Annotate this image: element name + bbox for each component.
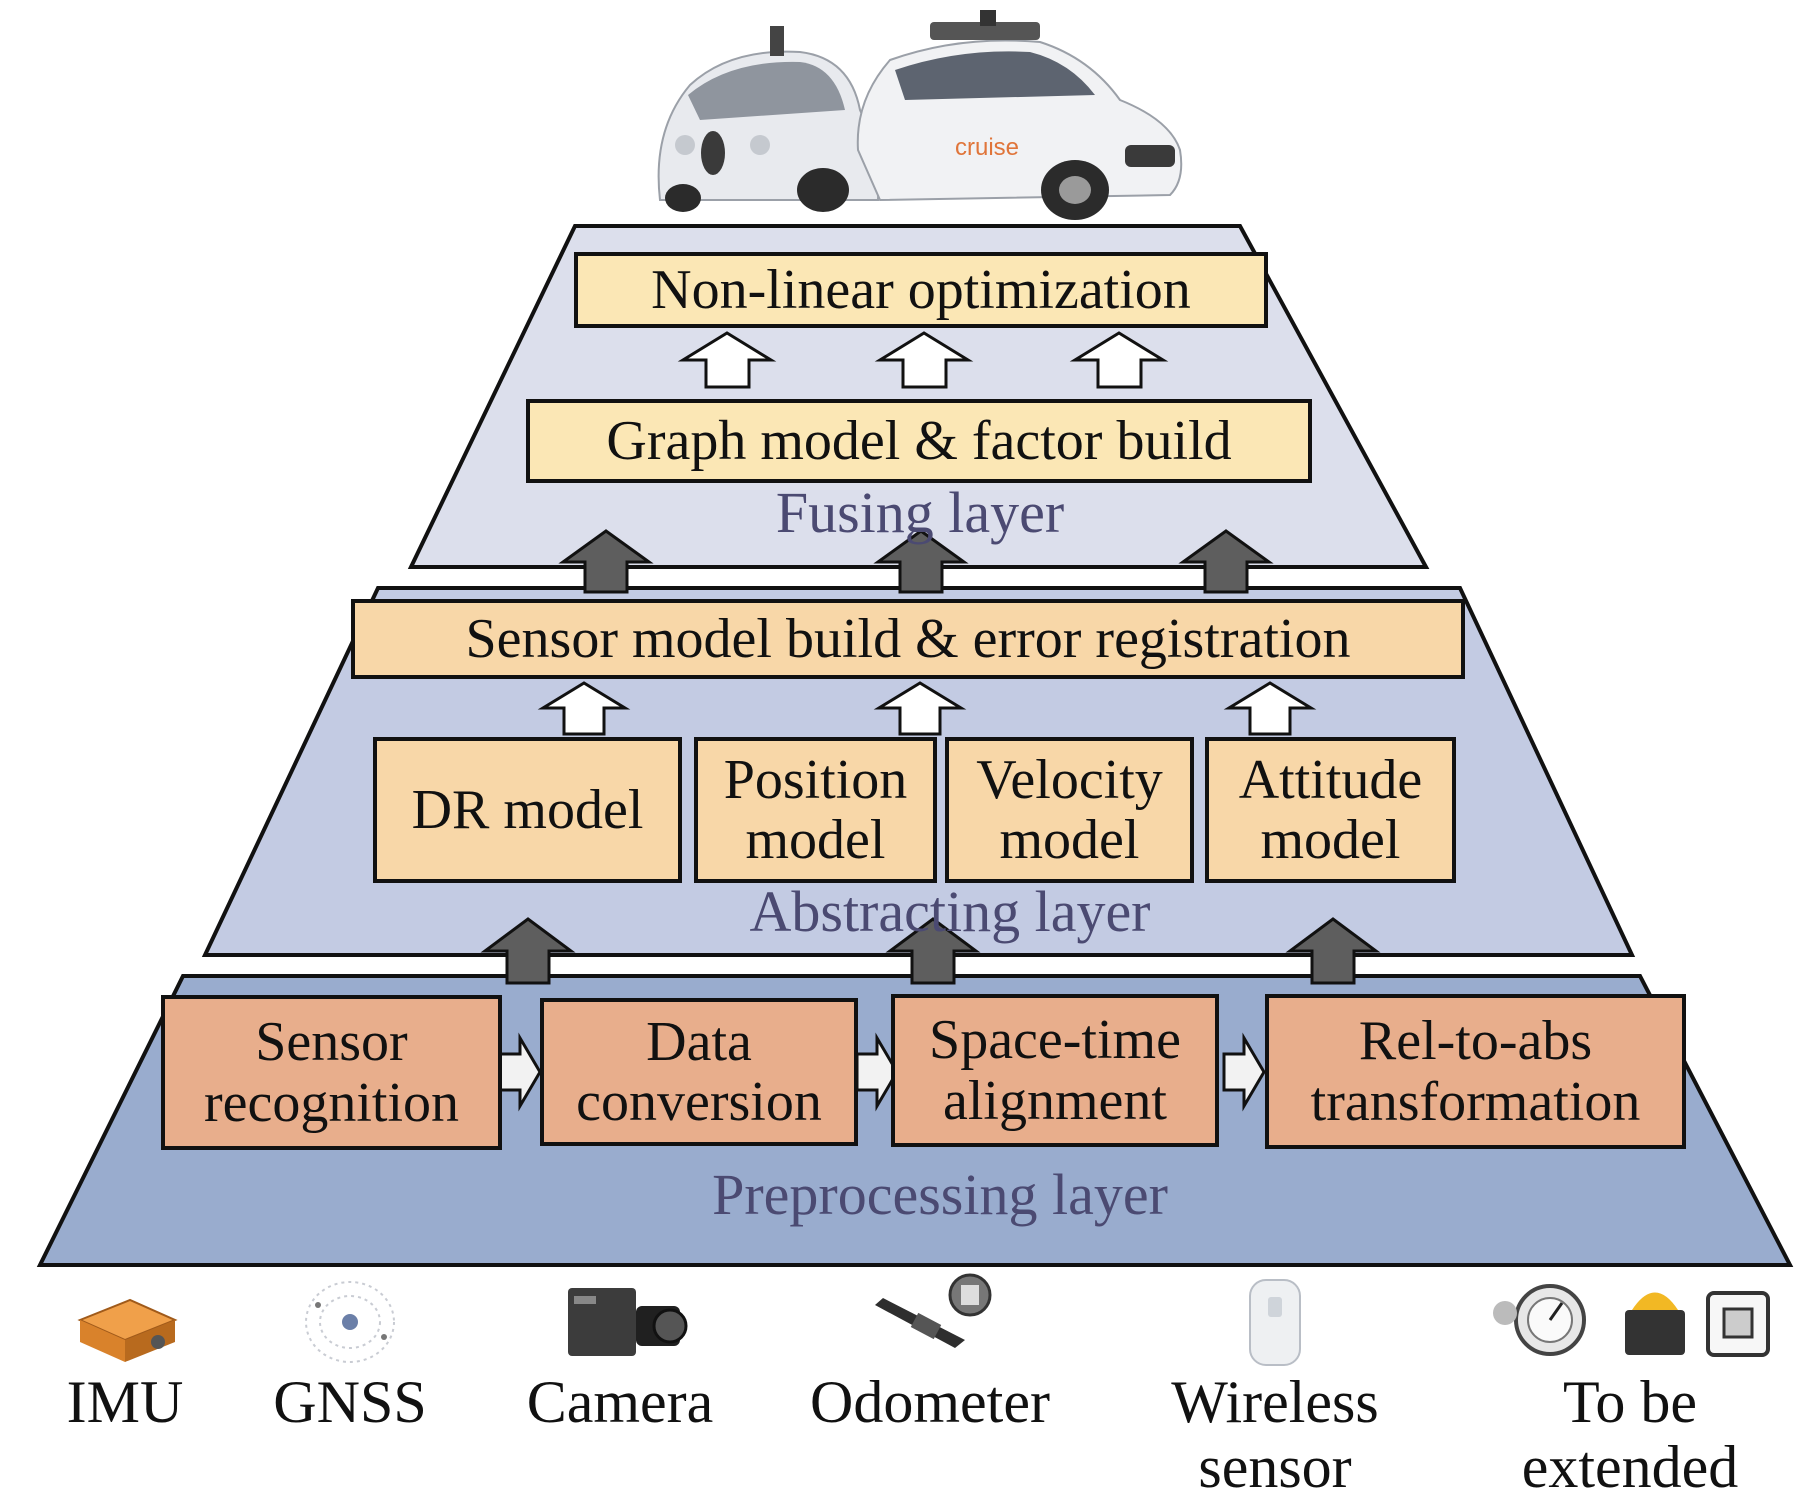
white-up-arrow	[537, 681, 631, 736]
sensor-gnss: GNSS	[260, 1275, 440, 1435]
velocity-model-box: Velocity model	[945, 737, 1194, 883]
space-time-alignment-box: Space-time alignment	[891, 994, 1219, 1147]
odometer-icon	[875, 1273, 992, 1348]
white-up-arrow	[677, 331, 777, 389]
gray-up-arrow	[1285, 917, 1381, 985]
dr-model-box: DR model	[373, 737, 682, 883]
cruise-autonomous-car: cruise	[856, 10, 1183, 220]
fusing-white-arrows	[677, 331, 1169, 389]
sensor-label-gnss: GNSS	[273, 1369, 427, 1435]
position-model-box: Position model	[694, 737, 937, 883]
gray-up-arrow	[1178, 529, 1274, 594]
imu-icon	[77, 1298, 178, 1362]
gnss-icon	[305, 1281, 395, 1363]
sensor-label-camera: Camera	[526, 1369, 714, 1435]
gray-up-arrow	[873, 529, 969, 594]
svg-text:cruise: cruise	[955, 134, 1019, 161]
preprocessing-right-arrows	[498, 1032, 1266, 1112]
gray-up-arrow	[480, 917, 576, 985]
gray-up-arrow	[885, 917, 981, 985]
preprocessing-layer-label: Preprocessing layer	[712, 1162, 1168, 1227]
sensor-label-wireless: Wireless sensor	[1171, 1369, 1379, 1500]
sensor-label-imu: IMU	[66, 1369, 184, 1435]
sensor-camera: Camera	[510, 1278, 730, 1435]
white-up-arrow	[873, 681, 967, 736]
abstracting-white-arrows	[537, 681, 1317, 736]
abstracting-layer-label: Abstracting layer	[749, 879, 1151, 944]
round-autonomous-car	[657, 26, 880, 212]
sensor-odometer: Odometer	[790, 1270, 1070, 1435]
attitude-model-box: Attitude model	[1205, 737, 1456, 883]
sensor-label-to-be-extended: To be extended	[1521, 1369, 1739, 1500]
rel-to-abs-transformation-box: Rel-to-abs transformation	[1265, 994, 1686, 1149]
right-arrow	[498, 1032, 542, 1112]
gray-up-arrow	[558, 529, 654, 594]
extension-sensors-icon	[1493, 1284, 1770, 1357]
white-up-arrow	[1223, 681, 1317, 736]
sensor-recognition-box: Sensor recognition	[161, 995, 502, 1150]
non-linear-optimization-box: Non-linear optimization	[574, 252, 1268, 328]
white-up-arrow	[1069, 331, 1169, 389]
fusing-layer-label: Fusing layer	[775, 480, 1065, 545]
autonomous-vehicles-illustration: cruise	[657, 10, 1183, 220]
right-arrow	[1222, 1032, 1266, 1112]
right-arrow	[855, 1032, 899, 1112]
camera-icon	[568, 1288, 688, 1356]
sensor-wireless: Wireless sensor	[1140, 1275, 1410, 1500]
wireless-sensor-icon	[1249, 1279, 1301, 1366]
sensor-label-odometer: Odometer	[810, 1369, 1050, 1435]
sensor-to-be-extended: To be extended	[1475, 1275, 1785, 1500]
gray-up-arrows-upper	[558, 529, 1274, 594]
graph-model-factor-build-box: Graph model & factor build	[526, 399, 1312, 483]
white-up-arrow	[874, 331, 974, 389]
data-conversion-box: Data conversion	[540, 998, 858, 1146]
gray-up-arrows-lower	[480, 917, 1381, 985]
sensor-model-build-box: Sensor model build & error registration	[351, 599, 1465, 679]
sensor-imu: IMU	[40, 1280, 210, 1435]
